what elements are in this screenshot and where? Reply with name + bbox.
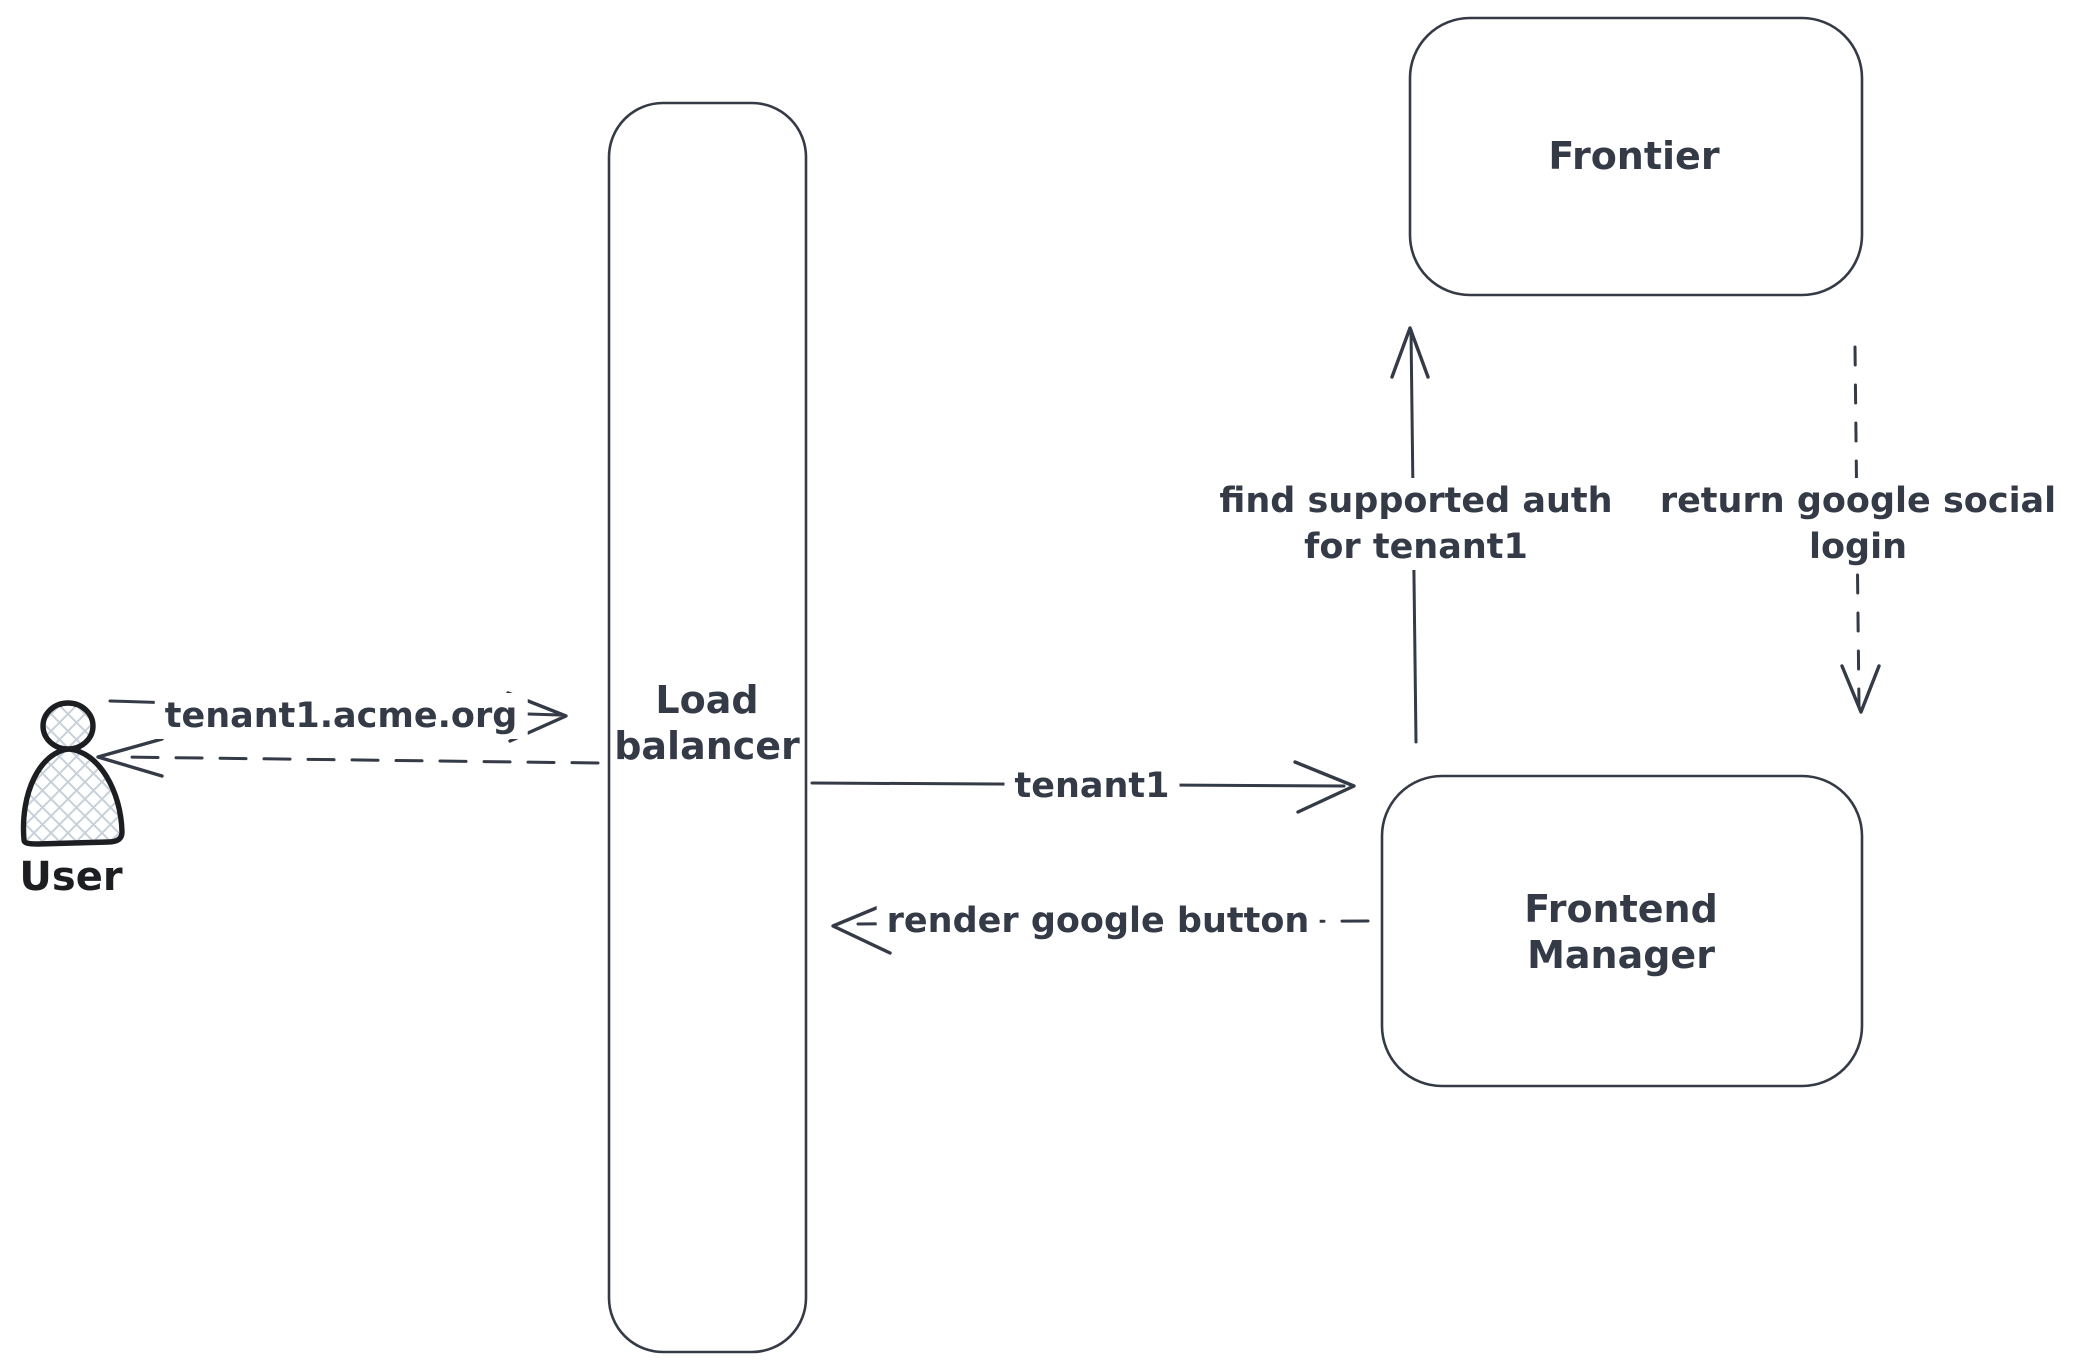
load-balancer-label-line1: Load [655,678,759,722]
edge-arrowhead [1840,664,1881,714]
load-balancer-label: Load balancer [614,677,800,769]
edge-arrowhead [96,737,164,778]
frontend-manager-box [1380,774,1864,1088]
user-label: User [19,854,123,900]
edge-frontier-to-frontendmanager [1840,345,1881,714]
edge-label-tenant1-acme-org: tenant1.acme.org [154,693,528,739]
edge-label-render-google-button: render google button [876,898,1320,944]
edge-line [118,755,600,765]
edge-loadbalancer-to-user [96,737,600,778]
edge-label-tenant1: tenant1 [1004,763,1180,809]
frontend-manager-label: Frontend Manager [1524,886,1718,978]
user-body [20,746,125,847]
user-head [40,700,96,752]
edge-arrowhead [1293,760,1356,814]
edge-arrowhead [831,899,895,955]
edge-label-find-supported-auth-line2: for tenant1 [1304,527,1528,567]
edge-label-find-supported-auth-line1: find supported auth [1219,481,1613,521]
frontier-box [1408,16,1864,297]
frontend-manager-label-line1: Frontend [1524,887,1718,931]
edge-arrowhead [1390,326,1430,379]
frontend-manager-label-line2: Manager [1527,933,1715,977]
edge-label-return-google-social-login-line1: return google social [1659,481,2057,521]
frontier-label: Frontier [1548,134,1720,178]
load-balancer-label-line2: balancer [614,724,800,768]
load-balancer-box [607,101,808,1354]
user-person-icon [20,700,125,847]
edge-arrowhead [506,691,568,743]
edge-label-return-google-social-login: return google social login [1649,478,2067,570]
edge-label-return-google-social-login-line2: login [1808,527,1907,567]
edge-label-find-supported-auth: find supported auth for tenant1 [1209,478,1623,570]
